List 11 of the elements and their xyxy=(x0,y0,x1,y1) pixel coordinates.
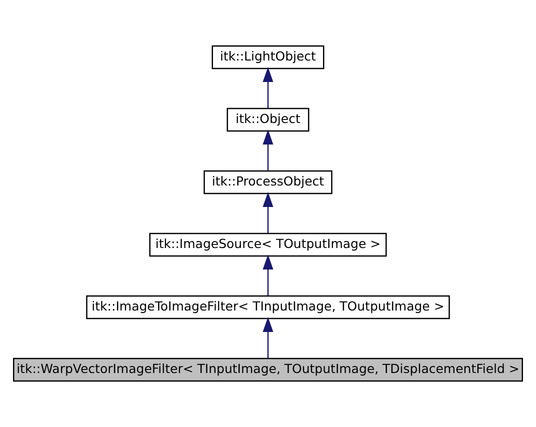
node-box: itk::ImageToImageFilter< TInputImage, TOutputImage > xyxy=(86,295,450,320)
node-box: itk::Object xyxy=(226,108,310,132)
node-box: itk::ProcessObject xyxy=(204,170,332,194)
node-box: itk::LightObject xyxy=(212,45,324,70)
arrow xyxy=(262,192,274,234)
arrow xyxy=(262,254,274,296)
arrow xyxy=(262,316,274,358)
node-box: itk::WarpVectorImageFilter< TInputImage, TOutputImage, TDisplacementField > xyxy=(13,358,523,382)
arrow xyxy=(262,66,274,108)
node-box: itk::ImageSource< TOutputImage > xyxy=(149,232,387,257)
arrow xyxy=(262,129,274,171)
